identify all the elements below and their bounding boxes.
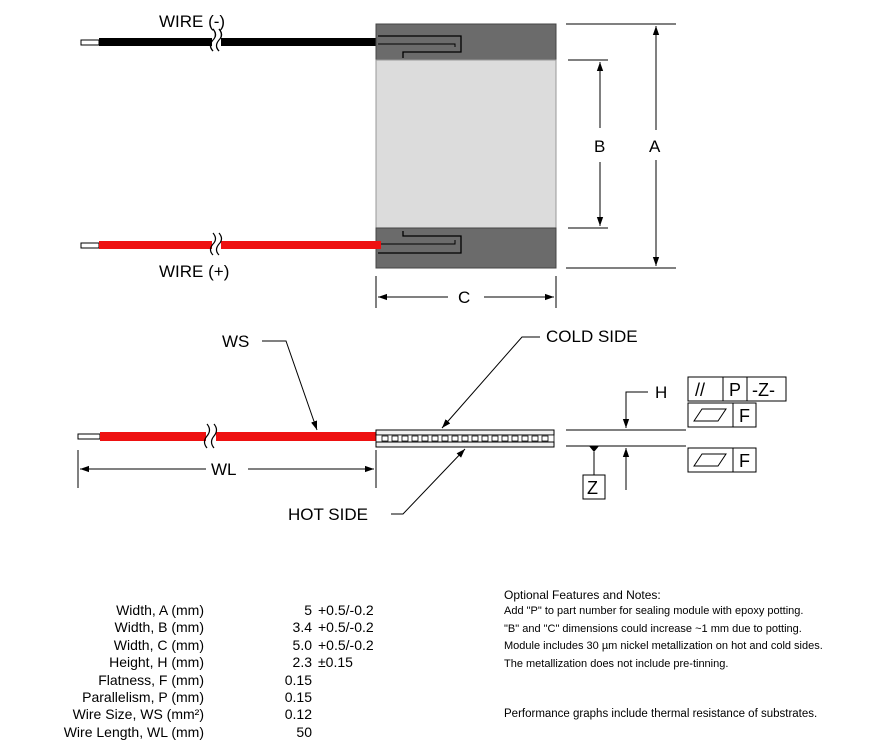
performance-note: Performance graphs include thermal resis… [504, 708, 818, 720]
wire-positive-label: WIRE (+) [159, 262, 229, 281]
module-bottom-ceramic [375, 227, 557, 269]
wire-negative-label: WIRE (-) [159, 12, 225, 31]
note-item: The metallization does not include pre-t… [504, 657, 729, 670]
wire-pad-top [378, 35, 462, 58]
notes-title: Optional Features and Notes: [504, 588, 661, 602]
gdt-parallelism-value: P [729, 380, 741, 400]
spec-label: Width, A (mm) [116, 602, 204, 618]
wire-break-icon [203, 423, 218, 449]
gdt-flatness-value-top: F [739, 406, 750, 426]
module-top-ceramic [375, 23, 557, 61]
note-item: "B" and "C" dimensions could increase ~1… [504, 622, 802, 635]
dimension-a [566, 23, 676, 269]
spec-row: Height, H (mm) 2.3 ±0.15 [0, 654, 400, 671]
wl-label: WL [211, 460, 237, 479]
datum-z [582, 446, 606, 500]
note-item: Add "P" to part number for sealing modul… [504, 605, 804, 617]
spec-row: Wire Length, WL (mm) 50 [0, 724, 400, 741]
spec-value: 5 [304, 602, 312, 618]
gdt-flatness-frame-bottom [687, 447, 757, 473]
wire-break-icon [209, 232, 223, 256]
dimension-b-label: B [594, 137, 605, 156]
spec-row: Width, A (mm) 5 +0.5/-0.2 [0, 602, 400, 619]
spec-value: 0.12 [284, 706, 312, 723]
spec-label: Height, H (mm) [109, 654, 204, 671]
spec-label: Parallelism, P (mm) [82, 688, 204, 705]
spec-label: Width, B (mm) [114, 619, 204, 636]
dimension-wl [77, 450, 377, 488]
cold-side-leader [441, 336, 540, 429]
wire-positive [80, 232, 381, 256]
dimension-h [566, 391, 686, 490]
module-side-profile [375, 429, 555, 448]
spec-tolerance: +0.5/-0.2 [318, 602, 374, 618]
spec-label: Flatness, F (mm) [98, 671, 204, 688]
spec-label: Wire Length, WL (mm) [63, 723, 204, 740]
hot-side-label: HOT SIDE [288, 505, 368, 524]
wire-pad-bottom [378, 231, 462, 254]
spec-value: 0.15 [284, 688, 312, 705]
spec-table: Width, A (mm) 5 +0.5/-0.2 Width, B (mm) … [0, 602, 400, 741]
spec-value: 50 [296, 723, 312, 740]
spec-value: 3.4 [292, 619, 312, 636]
note-item: Module includes 30 µm nickel metallizati… [504, 640, 823, 652]
notes-section: Optional Features and Notes: Add "P" to … [504, 587, 874, 673]
gdt-parallelism-frame [687, 376, 787, 402]
spec-value: 2.3 [292, 654, 312, 671]
spec-label: Wire Size, WS (mm²) [72, 706, 204, 723]
ws-label: WS [222, 332, 249, 351]
spec-value: 0.15 [284, 671, 312, 688]
gdt-flatness-frame-top [687, 402, 757, 428]
flatness-icon [693, 408, 727, 422]
wire-negative [80, 28, 381, 52]
parallelism-icon: // [695, 380, 705, 400]
module-center [375, 59, 557, 229]
flatness-icon [693, 453, 727, 467]
spec-row: Parallelism, P (mm) 0.15 [0, 689, 400, 706]
dimension-c-label: C [458, 288, 470, 307]
spec-label: Width, C (mm) [113, 636, 204, 653]
dimension-c [375, 276, 557, 308]
spec-value: 5.0 [292, 636, 312, 653]
spec-row: Width, B (mm) 3.4 +0.5/-0.2 [0, 619, 400, 636]
spec-tolerance: ±0.15 [318, 654, 353, 671]
gdt-flatness-value-bottom: F [739, 451, 750, 471]
spec-row: Wire Size, WS (mm²) 0.12 [0, 706, 400, 723]
gdt-parallelism-datum: -Z- [752, 380, 775, 400]
spec-tolerance: +0.5/-0.2 [318, 619, 374, 636]
ws-leader [262, 340, 318, 431]
wire-side [100, 432, 376, 441]
spec-tolerance: +0.5/-0.2 [318, 636, 374, 653]
dimension-b [568, 59, 608, 229]
spec-row: Flatness, F (mm) 0.15 [0, 672, 400, 689]
dimension-a-label: A [649, 137, 661, 156]
h-label: H [655, 383, 667, 402]
side-view: WS WL COLD SIDE HOT SIDE H Z [77, 327, 787, 524]
hot-side-leader [391, 448, 466, 515]
cold-side-label: COLD SIDE [546, 327, 638, 346]
top-view: WIRE (-) WIRE (+) B [80, 12, 676, 308]
datum-z-label: Z [587, 478, 598, 498]
spec-row: Width, C (mm) 5.0 +0.5/-0.2 [0, 637, 400, 654]
